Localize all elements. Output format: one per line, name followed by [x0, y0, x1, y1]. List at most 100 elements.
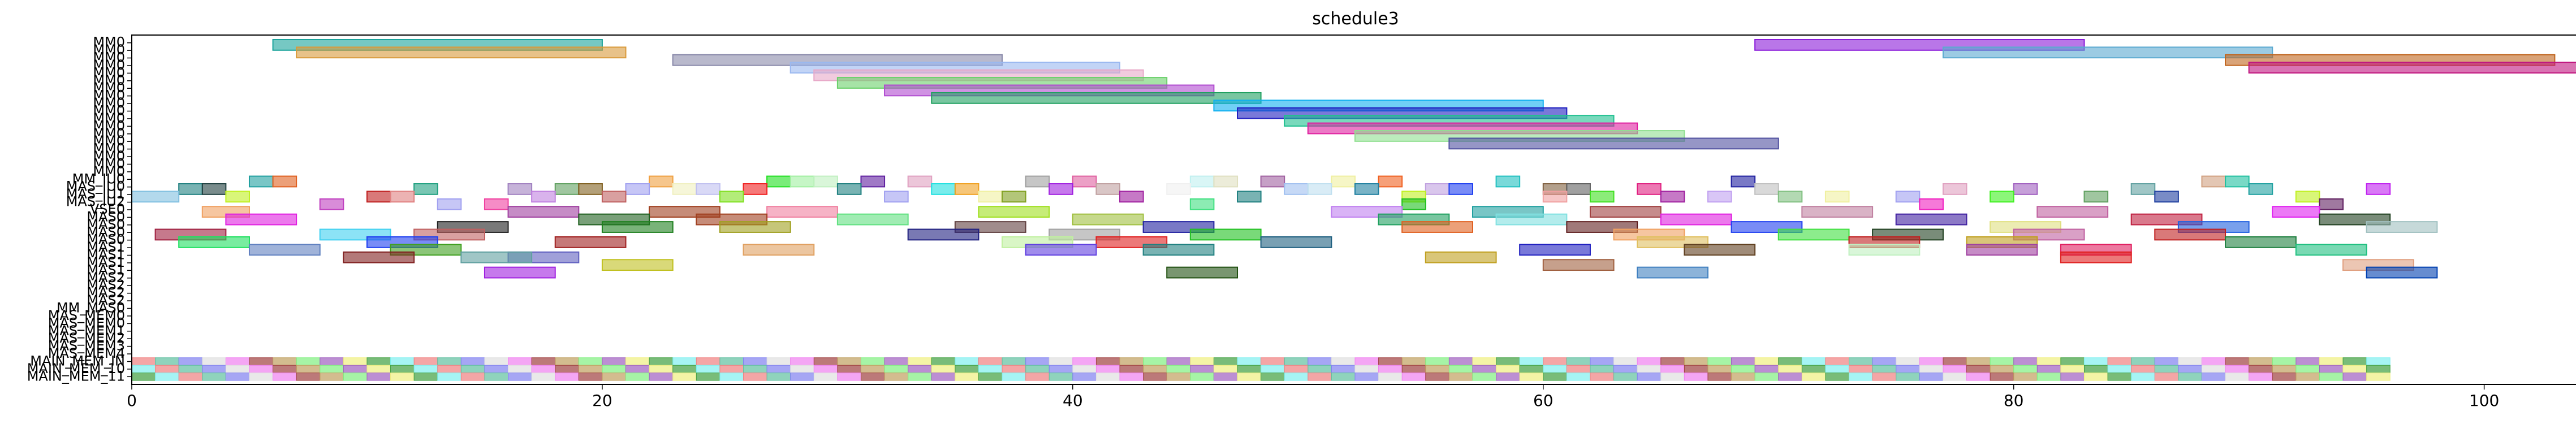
mem-slot: [1002, 373, 1026, 381]
mem-slot: [1778, 357, 1802, 366]
mem-slot: [555, 357, 579, 366]
mem-slot: [1990, 373, 2014, 381]
mem-slot: [1613, 373, 1638, 381]
mem-slot: [813, 373, 838, 381]
mem-slot: [1143, 373, 1167, 381]
task-bar: [1378, 175, 1403, 188]
y-tick-label: MAIN_MEM_IN: [30, 353, 125, 369]
task-bar: [1895, 213, 1967, 226]
mem-slot: [202, 357, 226, 366]
mem-slot: [1496, 365, 1520, 374]
mem-slot: [2201, 365, 2226, 374]
mem-slot: [2083, 357, 2108, 366]
mem-slot: [1237, 357, 1262, 366]
mem-slot: [1566, 373, 1591, 381]
y-tick-label: MAS_MEM0: [48, 315, 125, 331]
task-bar: [1495, 213, 1568, 226]
y-tick-label: MAIN_MEM_11: [27, 368, 125, 384]
task-bar: [1589, 206, 1662, 218]
task-bar: [1331, 175, 1356, 188]
mem-slot: [1778, 373, 1802, 381]
mem-slot: [860, 365, 885, 374]
task-bar: [2225, 175, 2250, 188]
task-bar: [1519, 244, 1591, 256]
mem-slot: [1943, 365, 1967, 374]
mem-slot: [978, 365, 1003, 374]
mem-slot: [484, 365, 509, 374]
mem-slot: [1025, 357, 1050, 366]
mem-slot: [1448, 373, 1473, 381]
task-bar: [1777, 191, 1803, 203]
mem-slot: [155, 373, 179, 381]
mem-slot: [2060, 357, 2085, 366]
y-tick-label: MM0: [93, 103, 125, 119]
mem-slot: [437, 365, 461, 374]
task-bar: [766, 206, 838, 218]
task-bar: [248, 244, 321, 256]
mem-slot: [1637, 373, 1662, 381]
task-bar: [2036, 206, 2109, 218]
mem-slot: [1566, 365, 1591, 374]
task-bar: [1307, 183, 1332, 195]
mem-slot: [602, 365, 627, 374]
task-bar: [1260, 236, 1332, 248]
mem-slot: [978, 357, 1003, 366]
mem-slot: [531, 357, 556, 366]
y-tick-label: MM0: [93, 148, 125, 164]
task-bar: [2083, 191, 2109, 203]
mem-slot: [1119, 365, 1144, 374]
y-tick-label: MM0: [93, 88, 125, 103]
mem-slot: [2083, 365, 2108, 374]
task-bar: [2248, 62, 2576, 74]
mem-slot: [273, 373, 297, 381]
task-bar: [554, 183, 580, 195]
mem-slot: [1543, 365, 1567, 374]
task-bar: [978, 206, 1050, 218]
task-bar: [366, 191, 391, 203]
task-bar: [836, 183, 862, 195]
mem-slot: [508, 365, 532, 374]
mem-slot: [1801, 365, 1826, 374]
mem-slot: [2013, 365, 2038, 374]
mem-slot: [225, 373, 250, 381]
task-bar: [907, 228, 980, 241]
mem-slot: [1801, 373, 1826, 381]
mem-slot: [1660, 357, 1685, 366]
mem-slot: [696, 373, 720, 381]
y-tick-label: MM0: [93, 110, 125, 126]
mem-slot: [1284, 373, 1309, 381]
task-bar: [789, 175, 815, 188]
mem-slot: [1331, 373, 1356, 381]
mem-slot: [1448, 357, 1473, 366]
task-bar: [554, 236, 627, 248]
task-bar: [178, 236, 250, 248]
mem-slot: [766, 373, 791, 381]
mem-slot: [1401, 357, 1426, 366]
mem-slot: [1448, 365, 1473, 374]
mem-slot: [1919, 373, 1944, 381]
mem-slot: [178, 357, 203, 366]
mem-slot: [2107, 373, 2132, 381]
mem-slot: [1331, 365, 1356, 374]
mem-slot: [1166, 357, 1191, 366]
mem-slot: [1990, 365, 2014, 374]
mem-slot: [2272, 373, 2297, 381]
mem-slot: [390, 357, 415, 366]
mem-slot: [2249, 357, 2273, 366]
task-bar: [1895, 191, 1921, 203]
mem-slot: [790, 365, 814, 374]
y-tick-label: MAS0: [87, 224, 125, 240]
mem-slot: [696, 365, 720, 374]
y-tick-label: MM0: [93, 155, 125, 171]
mem-slot: [225, 357, 250, 366]
mem-slot: [578, 373, 603, 381]
mem-slot: [2272, 357, 2297, 366]
mem-slot: [225, 365, 250, 374]
task-bar: [1731, 175, 1756, 188]
y-tick-label: MAS_MEM4: [48, 345, 125, 361]
y-tick-label: MM0: [93, 118, 125, 133]
mem-slot: [2107, 365, 2132, 374]
mem-slot: [343, 373, 368, 381]
mem-slot: [908, 357, 932, 366]
task-bar: [931, 92, 1262, 104]
